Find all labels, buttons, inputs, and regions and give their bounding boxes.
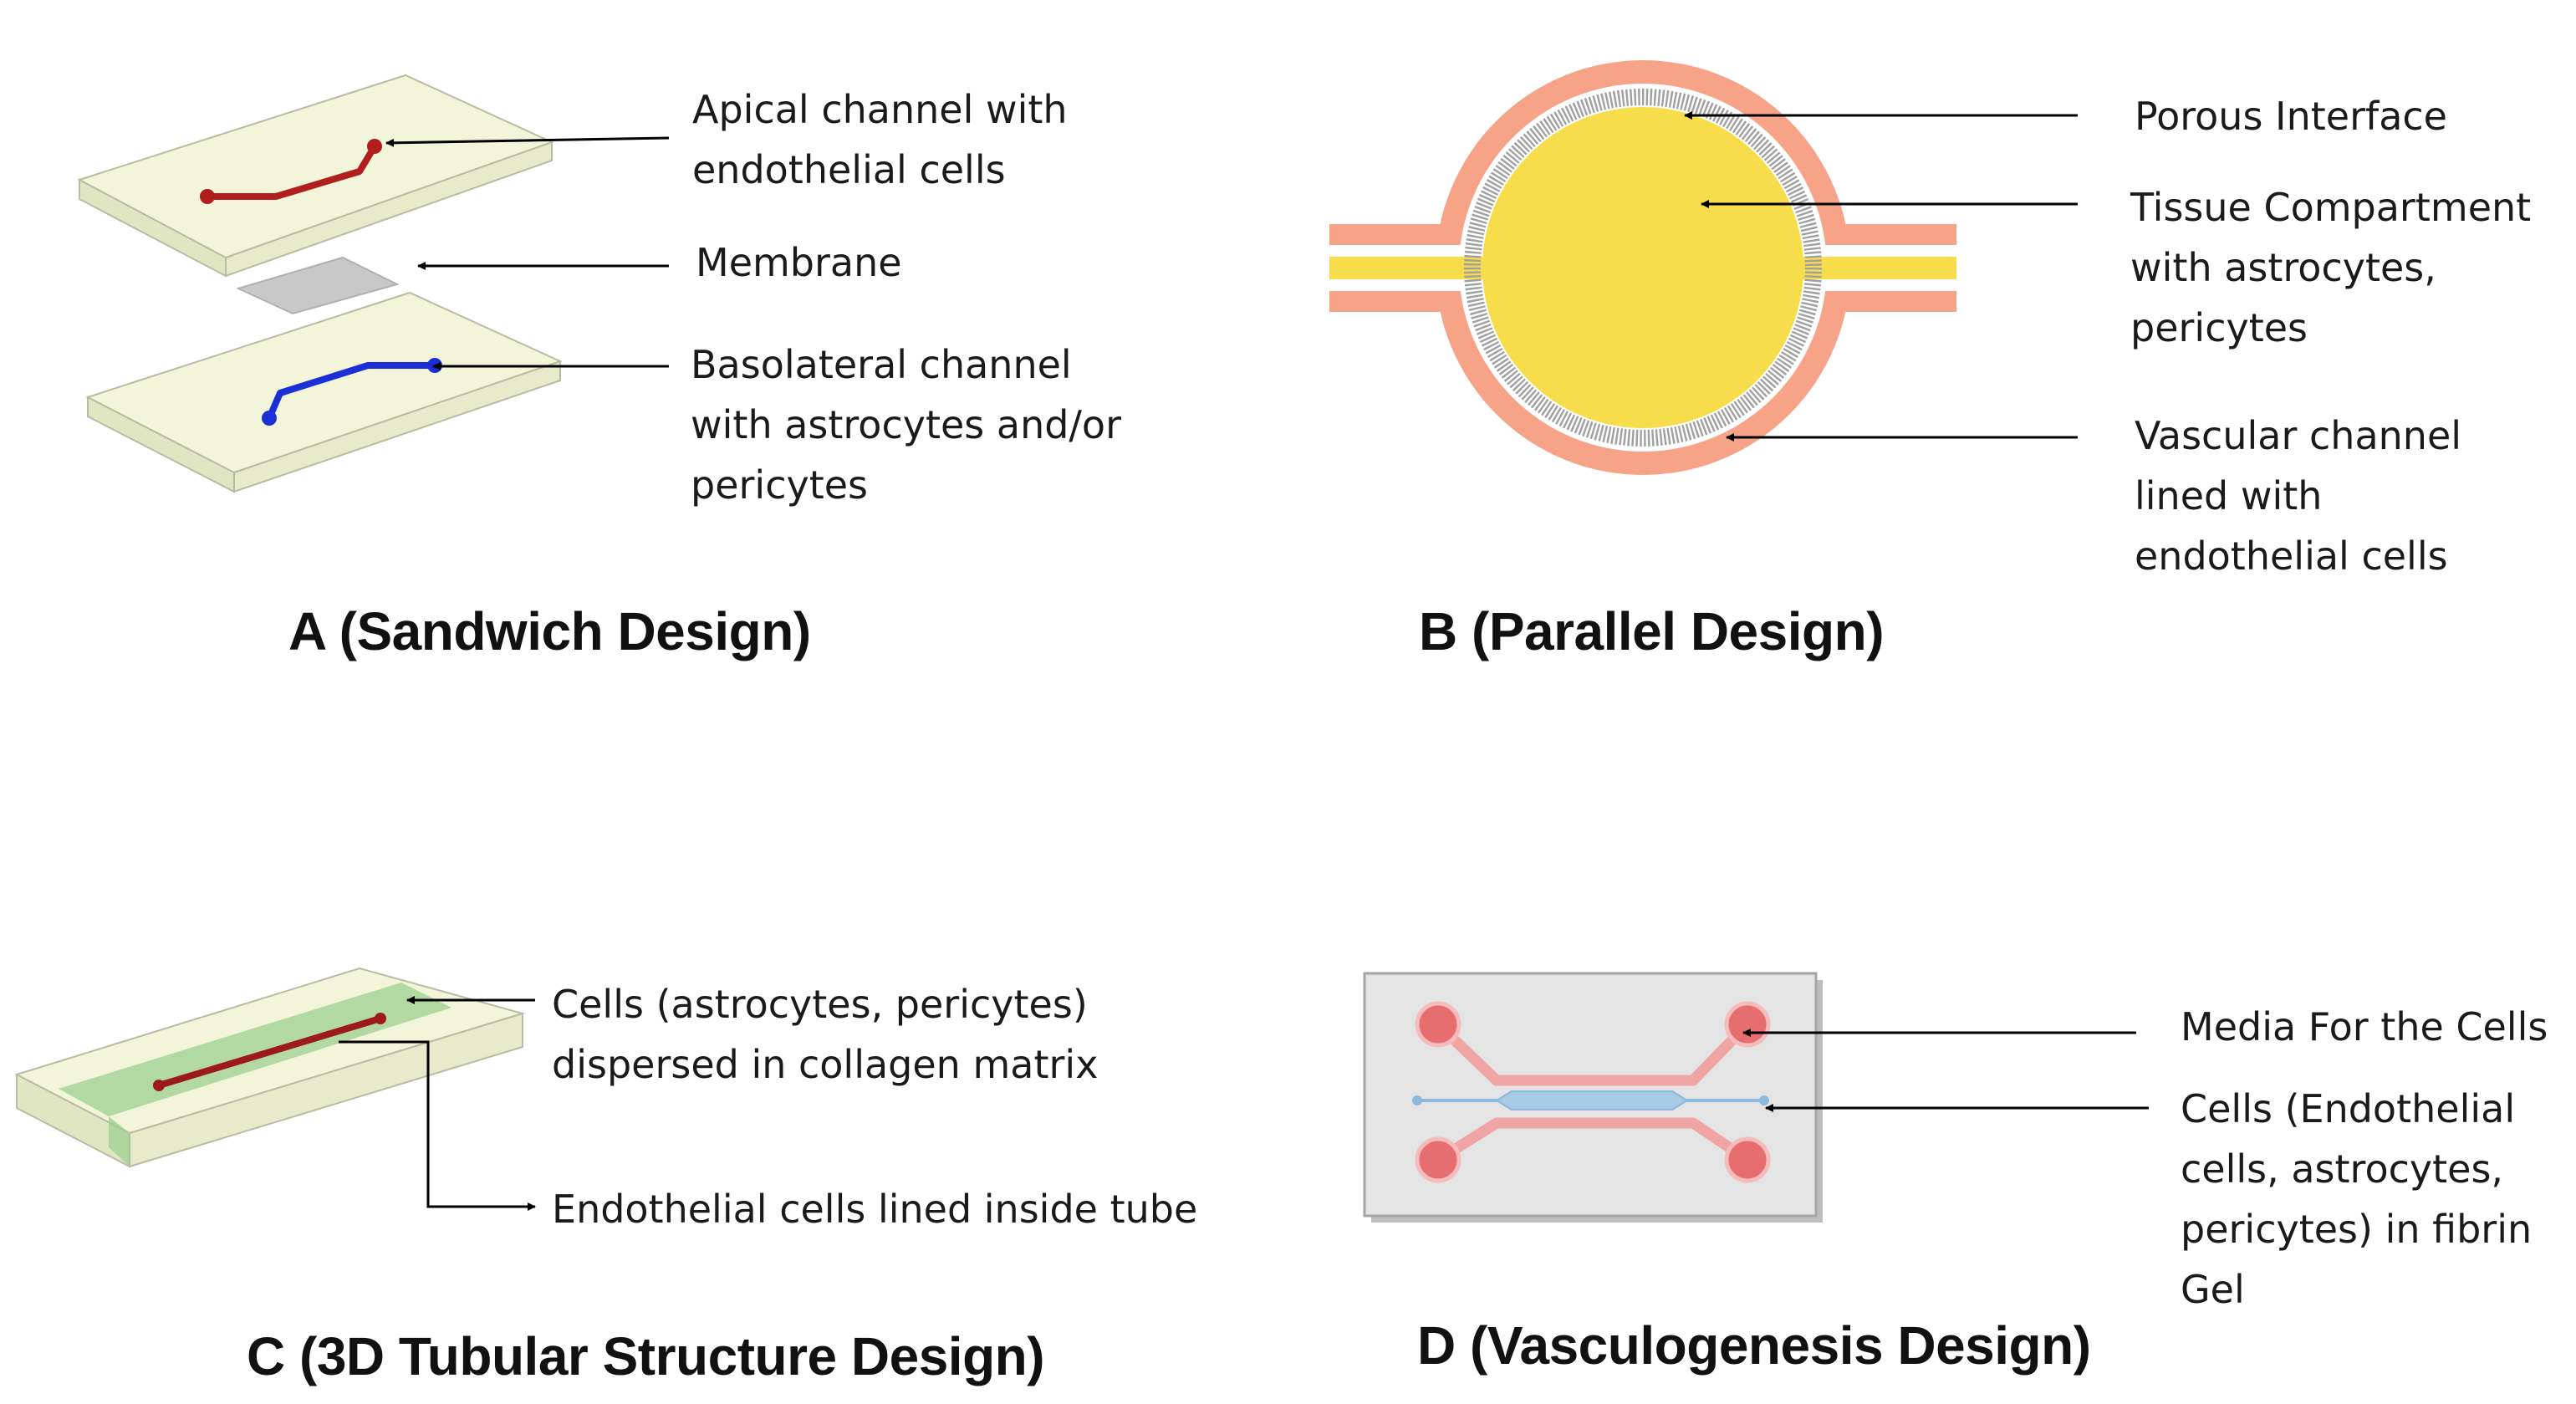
tissue-compartment [1482, 107, 1803, 428]
media-channel-top [1434, 1020, 1752, 1086]
panel-d-vasculogenesis-diagram [1363, 972, 2149, 1223]
label-collagen-line-2: dispersed in collagen matrix [552, 1042, 1099, 1087]
media-port-bottom-right [1724, 1136, 1771, 1183]
label-collagen-cells: Cells (astrocytes, pericytes) dispersed … [552, 974, 1098, 1095]
caption-panel-d: D (Vasculogenesis Design) [1417, 1315, 2091, 1376]
porous-interface [1464, 89, 1822, 447]
label-tissue-line-2: with astrocytes, [2130, 245, 2436, 290]
label-apical-channel: Apical channel with endothelial cells [692, 79, 1068, 200]
tube-end-right [375, 1013, 386, 1024]
caption-panel-b: B (Parallel Design) [1419, 601, 1885, 661]
gel-port-left [1412, 1095, 1422, 1105]
apical-channel [207, 144, 378, 200]
collagen-matrix-front [109, 1116, 130, 1167]
apical-channel-port-right [367, 139, 382, 154]
label-gel-line-4: Gel [2181, 1267, 2245, 1312]
basolateral-channel [266, 362, 435, 420]
label-gel-cells: Cells (Endothelial cells, astrocytes, pe… [2181, 1079, 2532, 1320]
label-endothelial-line-1: Endothelial cells lined inside tube [552, 1187, 1198, 1232]
panel-b-parallel-diagram [1329, 60, 2078, 475]
caption-panel-c: C (3D Tubular Structure Design) [247, 1326, 1045, 1386]
label-vascular-channel: Vascular channel lined with endothelial … [2135, 406, 2461, 586]
label-tissue-compartment: Tissue Compartment with astrocytes, peri… [2130, 177, 2531, 358]
caption-panel-a: A (Sandwich Design) [288, 601, 811, 661]
tissue-inlet-left [1329, 257, 1509, 279]
label-endothelial-tube: Endothelial cells lined inside tube [552, 1179, 1197, 1239]
label-vascular-line-1: Vascular channel [2135, 413, 2462, 458]
label-membrane: Membrane [696, 232, 902, 293]
panel-c-tubular-diagram [14, 967, 536, 1211]
label-apical-line-2: endothelial cells [692, 147, 1006, 192]
label-tissue-line-1: Tissue Compartment [2130, 185, 2532, 230]
label-gel-line-1: Cells (Endothelial [2181, 1086, 2516, 1131]
panel-a-sandwich-diagram [77, 74, 670, 493]
label-basolateral-line-2: with astrocytes and/or [691, 402, 1121, 447]
media-channel-bottom [1435, 1117, 1751, 1165]
label-media: Media For the Cells [2181, 997, 2548, 1057]
membrane-sheet [236, 256, 400, 315]
gel-channel-chamber [1495, 1090, 1689, 1110]
gel-port-right [1759, 1095, 1769, 1105]
label-tissue-line-3: pericytes [2130, 305, 2308, 350]
label-gel-line-2: cells, astrocytes, [2181, 1146, 2504, 1192]
tissue-outlet-right [1777, 257, 1956, 279]
label-porous-interface: Porous Interface [2135, 86, 2447, 146]
media-port-top-right [1724, 1001, 1771, 1048]
label-vascular-line-2: lined with [2135, 473, 2323, 518]
media-port-bottom-left [1415, 1136, 1461, 1183]
apical-chip-top [77, 74, 554, 259]
apical-chip [77, 74, 554, 278]
label-vascular-line-3: endothelial cells [2135, 534, 2448, 579]
media-port-top-left [1415, 1001, 1461, 1048]
arrow-apical [385, 136, 670, 147]
label-media-line-1: Media For the Cells [2181, 1004, 2548, 1049]
label-porous-line-1: Porous Interface [2135, 94, 2447, 139]
label-collagen-line-1: Cells (astrocytes, pericytes) [552, 982, 1088, 1027]
basolateral-chip [85, 291, 563, 493]
arrow-endothelial-tube [339, 1040, 536, 1211]
tube-end-left [153, 1080, 165, 1091]
label-basolateral-line-1: Basolateral channel [691, 342, 1072, 387]
label-gel-line-3: pericytes) in fibrin [2181, 1207, 2533, 1252]
endothelial-tube [156, 1015, 384, 1089]
label-apical-line-1: Apical channel with [692, 87, 1068, 132]
basolateral-channel-port-left [262, 411, 277, 426]
label-membrane-line-1: Membrane [696, 240, 902, 285]
label-basolateral-channel: Basolateral channel with astrocytes and/… [691, 334, 1121, 515]
label-basolateral-line-3: pericytes [691, 462, 869, 508]
apical-channel-port-left [200, 189, 215, 204]
